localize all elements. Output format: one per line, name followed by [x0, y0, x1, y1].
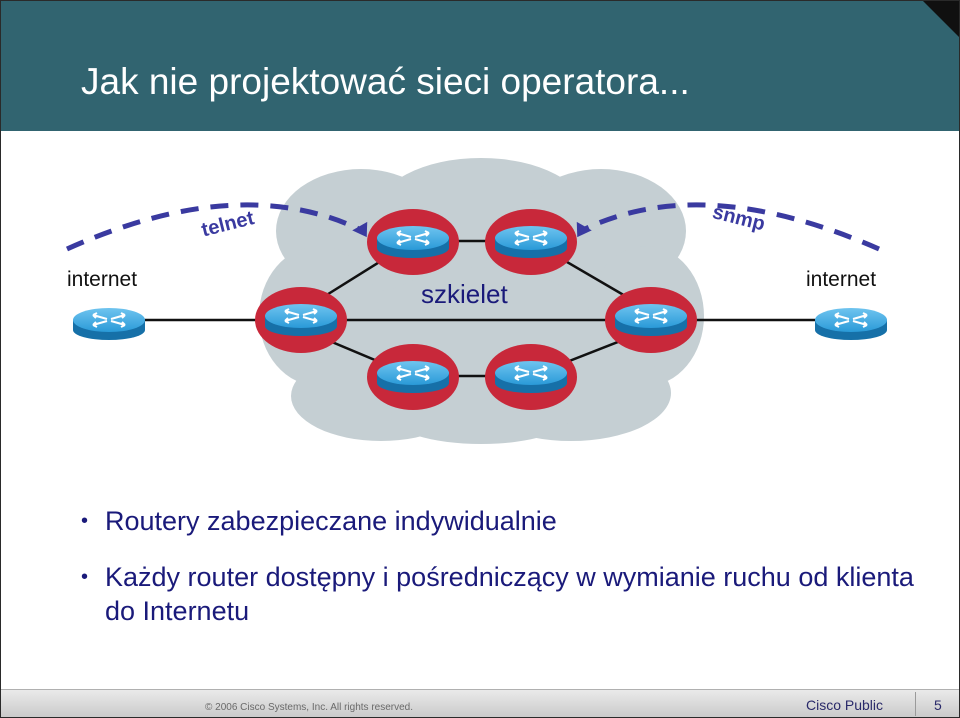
- bullet-dot-icon: •: [81, 510, 89, 532]
- bullet-text: Routery zabezpieczane indywidualnie: [105, 506, 557, 536]
- bullet-text: Każdy router dostępny i pośredniczący w …: [105, 562, 914, 626]
- bullet-list: • Routery zabezpieczane indywidualnie • …: [81, 504, 921, 650]
- router-icon: [485, 344, 577, 410]
- router-icon: [367, 209, 459, 275]
- router-icon: [73, 308, 145, 340]
- footer-divider: [915, 692, 916, 716]
- footer: © 2006 Cisco Systems, Inc. All rights re…: [1, 689, 959, 717]
- cloud-label: szkielet: [421, 279, 508, 309]
- classification-label: Cisco Public: [806, 697, 884, 713]
- telnet-label: telnet: [199, 207, 256, 241]
- telnet-path: [65, 202, 368, 252]
- bullet-item: • Każdy router dostępny i pośredniczący …: [81, 560, 921, 628]
- copyright-text: © 2006 Cisco Systems, Inc. All rights re…: [205, 702, 414, 713]
- snmp-path: [576, 202, 881, 252]
- router-icon: [485, 209, 577, 275]
- router-icon: [255, 287, 347, 353]
- page-number: 5: [934, 697, 942, 713]
- bullet-item: • Routery zabezpieczane indywidualnie: [81, 504, 921, 538]
- title-bar: Jak nie projektować sieci operatora...: [1, 1, 959, 131]
- bullet-dot-icon: •: [81, 566, 89, 588]
- router-icon: [605, 287, 697, 353]
- network-diagram: telnet snmp szkielet internet internet: [65, 158, 887, 444]
- snmp-label: snmp: [710, 201, 767, 235]
- right-internet-label: internet: [806, 268, 876, 291]
- router-icon: [367, 344, 459, 410]
- slide-title: Jak nie projektować sieci operatora...: [81, 61, 690, 102]
- left-internet-label: internet: [67, 268, 137, 291]
- corner-decoration: [923, 1, 959, 37]
- router-icon: [815, 308, 887, 340]
